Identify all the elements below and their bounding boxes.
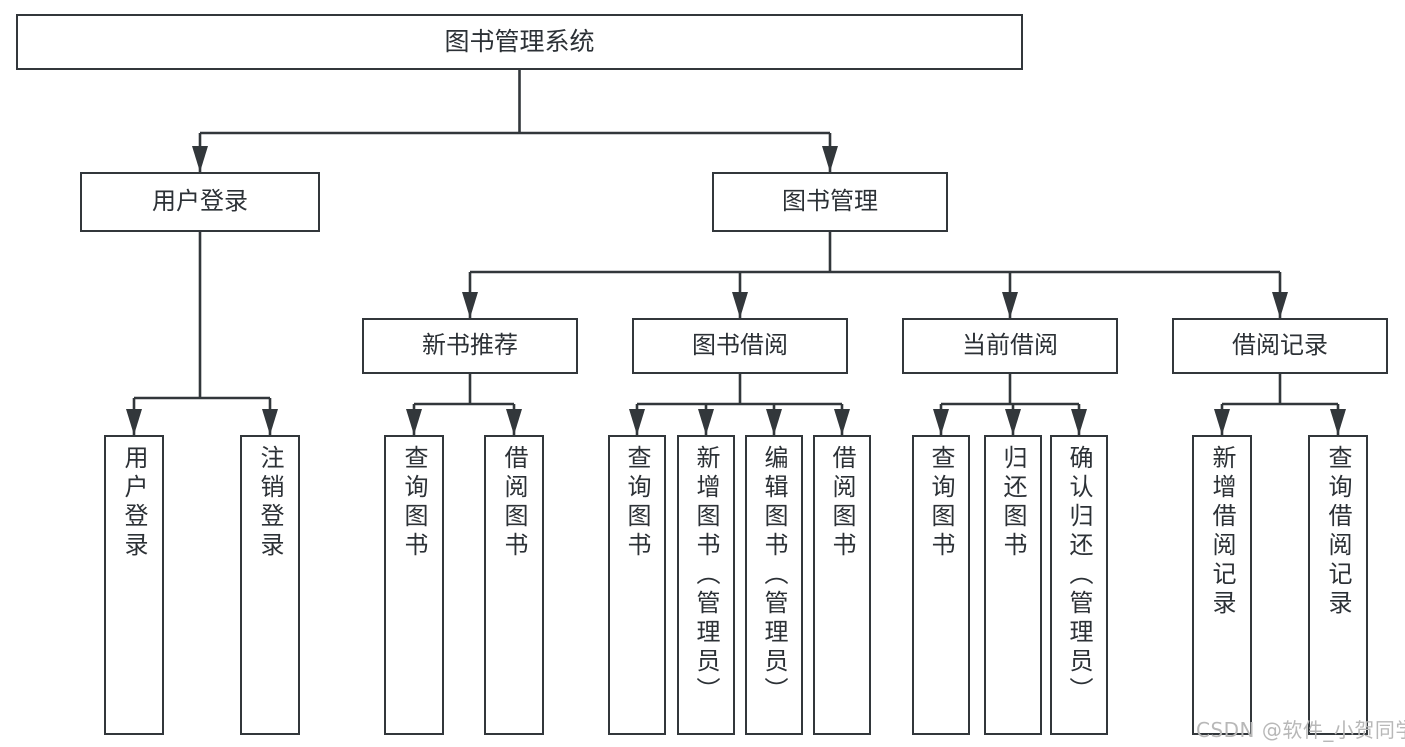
node-leaf-confirm-return[interactable]: 确认归还（管理员）: [1050, 435, 1108, 735]
node-label: 用户登录: [152, 187, 248, 216]
csdn-watermark: CSDN @软件_小贺同学: [1196, 718, 1405, 742]
node-leaf-add-record[interactable]: 新增借阅记录: [1192, 435, 1252, 735]
node-borrow-record[interactable]: 借阅记录: [1172, 318, 1388, 374]
node-leaf-query-book-2[interactable]: 查询图书: [608, 435, 666, 735]
node-leaf-edit-book[interactable]: 编辑图书（管理员）: [745, 435, 803, 735]
node-root-book-management-system[interactable]: 图书管理系统: [16, 14, 1023, 70]
node-leaf-user-logout[interactable]: 注销登录: [240, 435, 300, 735]
node-label: 借阅图书: [828, 445, 856, 561]
node-book-manage[interactable]: 图书管理: [712, 172, 948, 232]
node-label: 查询图书: [623, 445, 651, 561]
node-label: 确认归还（管理员）: [1065, 445, 1093, 706]
node-label: 归还图书: [999, 445, 1027, 561]
node-label: 查询图书: [400, 445, 428, 561]
node-label: 新增图书（管理员）: [692, 445, 720, 706]
node-label: 当前借阅: [962, 331, 1058, 360]
node-label: 编辑图书（管理员）: [760, 445, 788, 706]
node-user-login[interactable]: 用户登录: [80, 172, 320, 232]
node-leaf-add-book[interactable]: 新增图书（管理员）: [677, 435, 735, 735]
node-leaf-query-book-1[interactable]: 查询图书: [384, 435, 444, 735]
node-leaf-borrow-book-2[interactable]: 借阅图书: [813, 435, 871, 735]
node-leaf-user-login[interactable]: 用户登录: [104, 435, 164, 735]
node-label: 用户登录: [120, 445, 148, 561]
node-label: 借阅图书: [500, 445, 528, 561]
node-leaf-query-book-3[interactable]: 查询图书: [912, 435, 970, 735]
node-leaf-query-record[interactable]: 查询借阅记录: [1308, 435, 1368, 735]
node-label: 图书管理: [782, 187, 878, 216]
node-label: 新书推荐: [422, 331, 518, 360]
node-new-book-rec[interactable]: 新书推荐: [362, 318, 578, 374]
node-label: 新增借阅记录: [1208, 445, 1236, 619]
node-label: 图书借阅: [692, 331, 788, 360]
node-label: 注销登录: [256, 445, 284, 561]
node-leaf-borrow-book-1[interactable]: 借阅图书: [484, 435, 544, 735]
node-leaf-return-book[interactable]: 归还图书: [984, 435, 1042, 735]
node-label: 查询图书: [927, 445, 955, 561]
node-current-borrow[interactable]: 当前借阅: [902, 318, 1118, 374]
node-label: 查询借阅记录: [1324, 445, 1352, 619]
node-book-borrow[interactable]: 图书借阅: [632, 318, 848, 374]
node-label: 图书管理系统: [444, 26, 595, 56]
node-label: 借阅记录: [1232, 331, 1328, 360]
